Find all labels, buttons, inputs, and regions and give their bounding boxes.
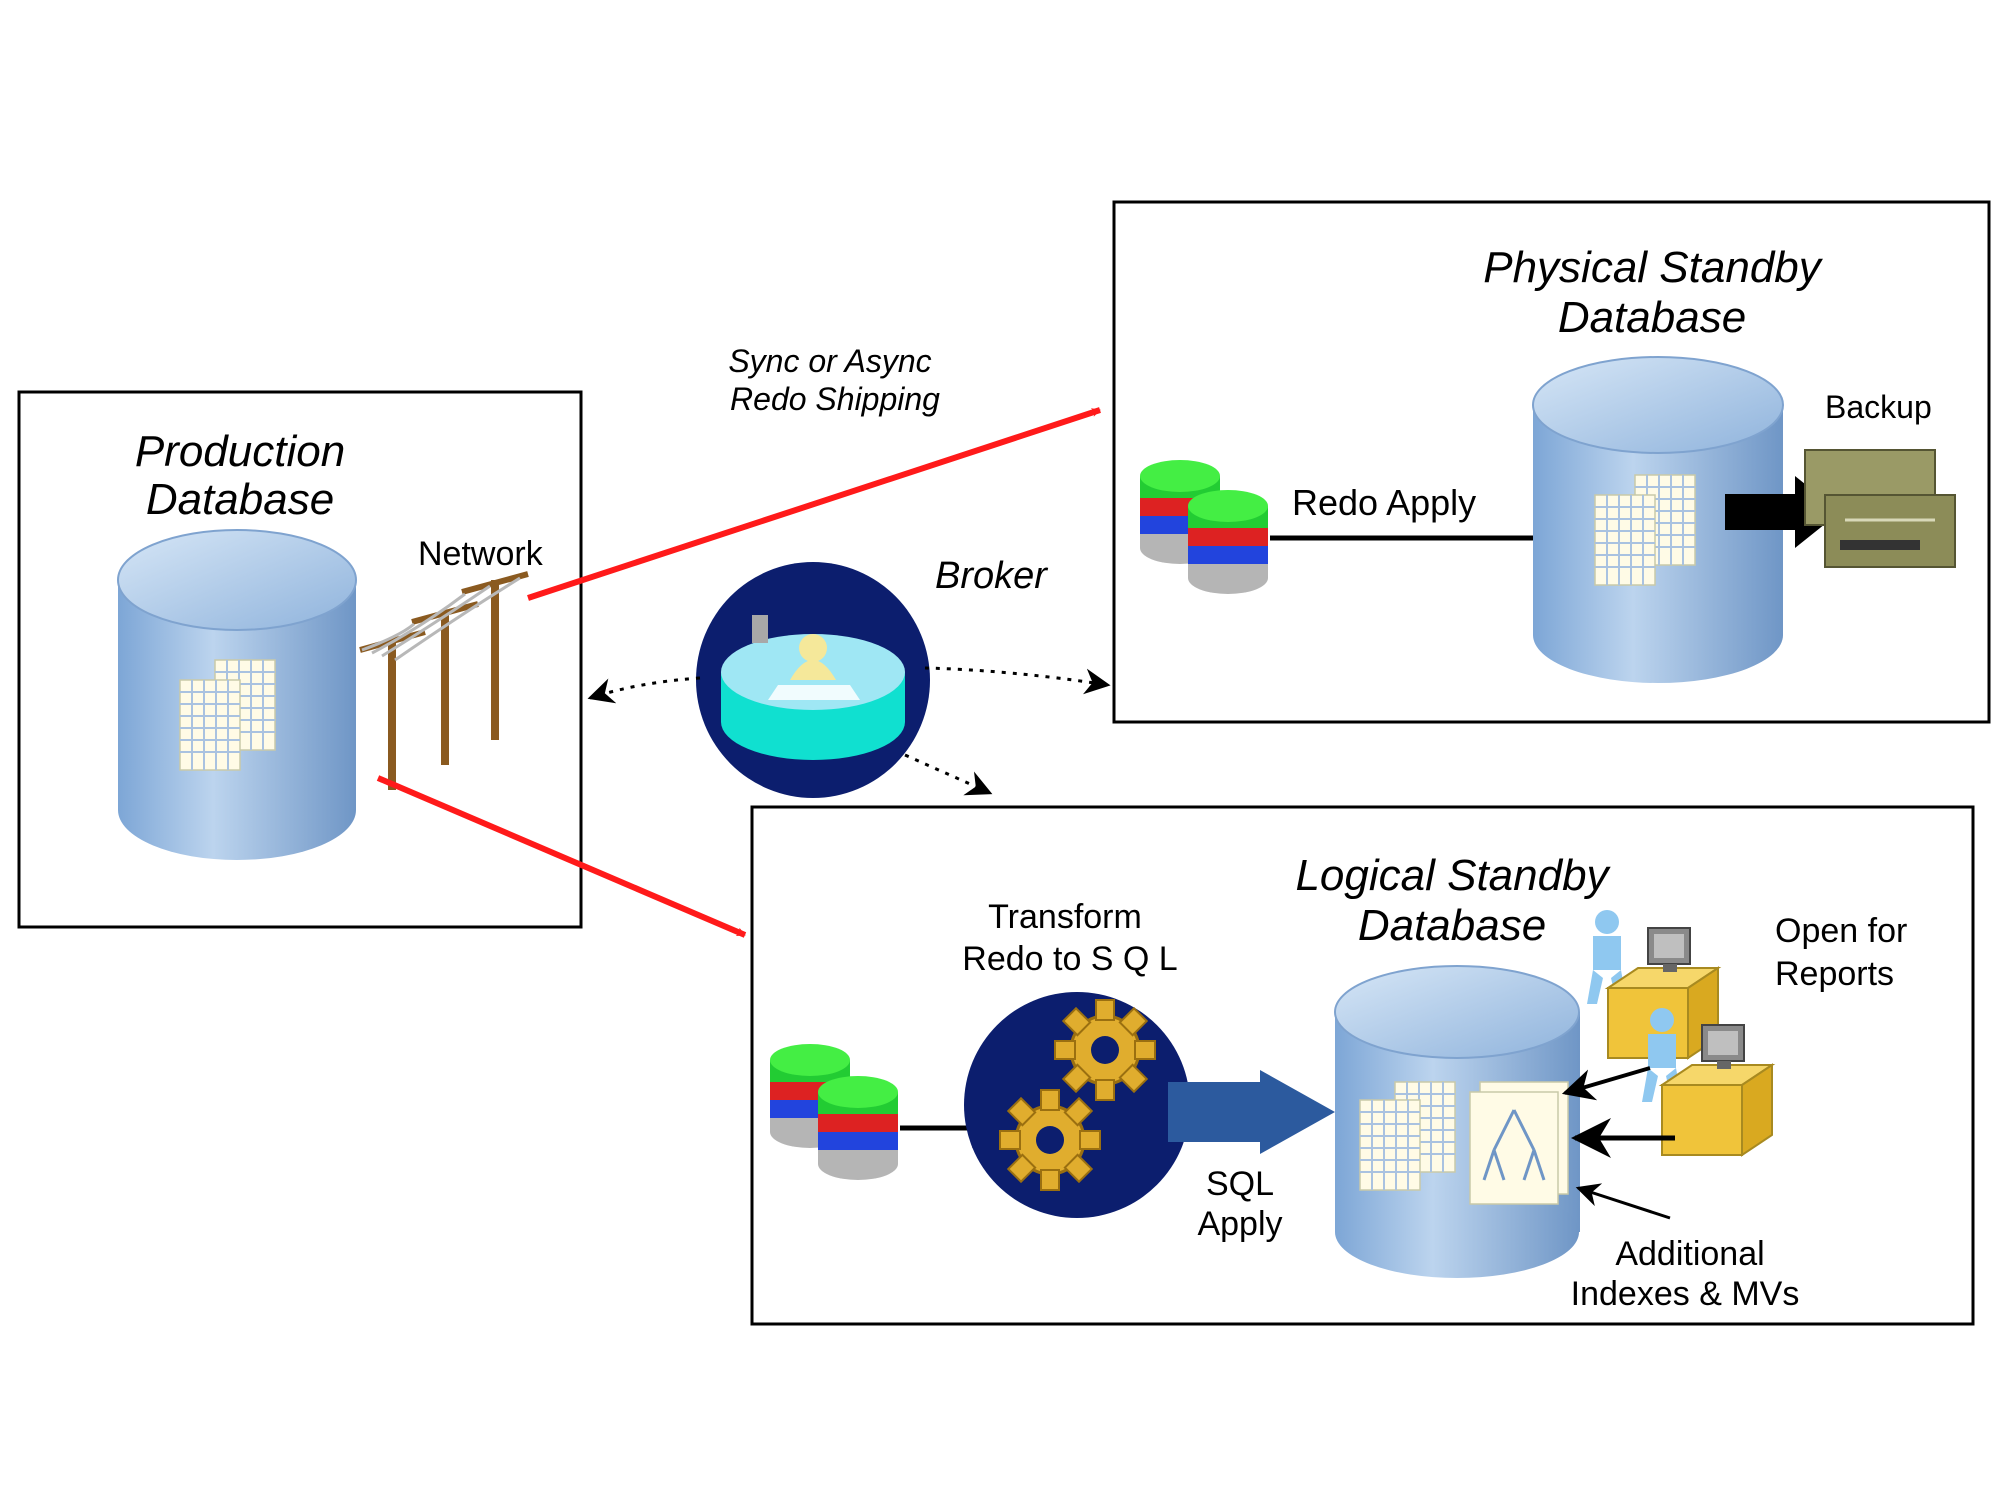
logical-database-cylinder xyxy=(1334,965,1580,1278)
gear-icon xyxy=(1053,998,1157,1102)
reports-label-line1: Open for xyxy=(1775,912,1907,950)
production-database-cylinder xyxy=(117,529,357,860)
physical-title-line2: Database xyxy=(1558,293,1746,342)
transform-label-line2: Redo to S Q L xyxy=(962,940,1177,978)
indexes-pointer-arrow xyxy=(1575,1183,1671,1220)
shipping-label-line1: Sync or Async xyxy=(728,343,931,379)
backup-label: Backup xyxy=(1825,389,1932,425)
broker-icon xyxy=(696,562,930,798)
datafile-icon xyxy=(1359,1099,1421,1191)
sql-apply-label-line1: SQL xyxy=(1206,1165,1274,1203)
indexes-label-line1: Additional xyxy=(1615,1235,1764,1273)
logical-title-line2: Database xyxy=(1358,901,1546,950)
reports-label-line2: Reports xyxy=(1775,955,1894,993)
backup-tape-icon xyxy=(1804,449,1956,568)
redo-shipping-arrow-physical xyxy=(527,407,1101,601)
production-title-line2: Database xyxy=(146,475,334,524)
production-title-line1: Production xyxy=(135,427,345,476)
index-page-icon xyxy=(1469,1081,1569,1205)
sql-apply-arrow xyxy=(1168,1070,1335,1154)
broker-to-physical-arrow xyxy=(924,666,1111,695)
redo-logs-icon xyxy=(818,1076,898,1180)
broker-to-logical-arrow xyxy=(904,753,993,796)
gear-icon xyxy=(998,1088,1102,1192)
network-poles-icon xyxy=(359,571,529,790)
indexes-label-line2: Indexes & MVs xyxy=(1571,1275,1800,1313)
redo-logs-icon xyxy=(1188,490,1268,594)
datafile-icon xyxy=(179,679,241,771)
redo-apply-label: Redo Apply xyxy=(1292,482,1476,523)
sql-transform-icon xyxy=(964,992,1190,1218)
physical-database-cylinder xyxy=(1532,356,1784,683)
logical-title-line1: Logical Standby xyxy=(1295,851,1611,900)
report-query-arrow xyxy=(1561,1066,1651,1101)
broker-label: Broker xyxy=(935,555,1048,597)
sql-apply-label-line2: Apply xyxy=(1197,1205,1282,1243)
transform-label-line1: Transform xyxy=(988,898,1142,936)
redo-shipping-arrow-logical xyxy=(376,775,747,938)
broker-to-production-arrow xyxy=(587,676,701,704)
network-label: Network xyxy=(418,535,544,573)
shipping-label-line2: Redo Shipping xyxy=(730,381,940,417)
physical-title-line1: Physical Standby xyxy=(1483,243,1824,292)
datafile-icon xyxy=(1594,494,1656,586)
